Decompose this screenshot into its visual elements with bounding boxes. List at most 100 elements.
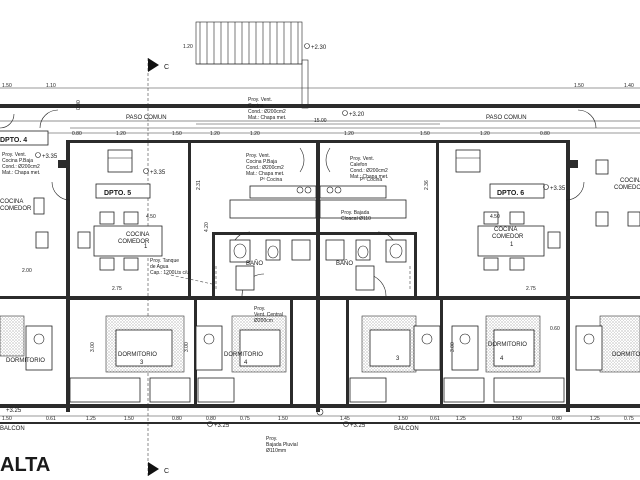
top-dimension-chain	[0, 87, 640, 134]
dim-side-5: 4.20	[204, 222, 210, 232]
level-marker-icon	[304, 43, 310, 49]
dpto-5-dining-table	[77, 211, 163, 271]
dim-side-12: 0.60	[550, 326, 560, 332]
wardrobes	[69, 377, 565, 403]
dim-side-10: 3.00	[184, 342, 190, 352]
dpto-6-tag	[489, 183, 545, 199]
dpto-4-tag	[0, 130, 49, 146]
dim-top-1: 1.50	[2, 83, 12, 89]
dpto-6-label: DPTO. 6	[497, 190, 524, 197]
staircase	[195, 21, 309, 109]
dim-top-7: 1.20	[250, 131, 260, 137]
balcon-left-label: BALCON	[0, 426, 25, 432]
section-cut-top: C	[147, 58, 169, 476]
dim-bottom-label: 1.25	[456, 416, 466, 422]
level-marker-icon	[143, 168, 149, 174]
right-unit-chairs	[595, 159, 640, 227]
dim-bottom-label: 1.25	[86, 416, 96, 422]
dim-top-13: 1.40	[624, 83, 634, 89]
level-marker-icon	[207, 421, 213, 427]
level-marker-icon	[35, 152, 41, 158]
room-number-tag: 4	[500, 356, 504, 362]
paso-comun-band	[0, 104, 640, 122]
dim-side-2: 2.36	[424, 180, 430, 190]
p-cocina-right: Pº Cocina	[360, 177, 382, 183]
dpto-6-fridge	[455, 149, 481, 173]
dim-stair-height: 1.20	[183, 44, 193, 50]
dim-side-8: 2.00	[22, 268, 32, 274]
dim-top-4: 1.20	[116, 131, 126, 137]
p-cocina-left: Pº Cocina	[260, 177, 282, 183]
level-mark-balcon-left: +3.25	[6, 408, 22, 414]
dim-bottom-label: 0.75	[240, 416, 250, 422]
section-cut-label-bottom: C	[164, 468, 169, 475]
dpto-4-dining-chairs	[33, 197, 49, 249]
leader-line	[165, 273, 213, 285]
section-cut-bottom: C	[148, 462, 169, 476]
room-number-tag: 1	[510, 242, 514, 248]
balcon-mid-label: BALCON	[394, 426, 419, 432]
dim-bottom-label: 1.50	[124, 416, 134, 422]
bedroom-beds	[0, 315, 640, 373]
dormitorio-label-3: DORMITORIO	[224, 352, 263, 358]
level-mark-335-c: +3.35	[550, 186, 566, 192]
level-mark-325-a: +3.25	[214, 423, 230, 429]
dim-top-10: 1.20	[480, 131, 490, 137]
dim-bottom-label: 0.75	[624, 416, 634, 422]
structure-walls	[0, 140, 640, 424]
dim-side-9: 3.00	[90, 342, 96, 352]
bathroom-fixtures	[215, 239, 411, 291]
dpto-5-label: DPTO. 5	[104, 190, 131, 197]
dpto-5-fridge	[107, 149, 133, 173]
drain-icon	[316, 408, 324, 416]
room-number-tag: 3	[396, 356, 400, 362]
room-number-tag: 4	[244, 360, 248, 366]
bedroom-nightstands	[25, 325, 603, 371]
dim-side-4: 4.50	[490, 214, 500, 220]
level-mark-335-b: +3.35	[150, 170, 166, 176]
banio-right-label: BAÑO	[336, 260, 353, 267]
dim-bottom-label: 0.80	[206, 416, 216, 422]
dim-side-6: 2.75	[112, 286, 122, 292]
dim-side-1: 2.31	[196, 180, 202, 190]
level-mark-230: +2.30	[311, 45, 327, 51]
dim-top-5: 1.50	[172, 131, 182, 137]
room-number-tag: 1	[144, 244, 148, 250]
dim-top-8: 1.20	[344, 131, 354, 137]
dim-top-3: 0.80	[72, 131, 82, 137]
dim-bottom-label: 1.50	[2, 416, 12, 422]
dim-bottom-label: 0.61	[46, 416, 56, 422]
paso-comun-right-label: PASO COMUN	[486, 115, 527, 121]
dim-top-6: 1.20	[210, 131, 220, 137]
dpto-6-dining-table	[477, 211, 561, 271]
dormitorio-label-2: DORMITORIO	[118, 352, 157, 358]
banio-left-label: BAÑO	[246, 260, 263, 267]
dim-top-11: 0.80	[540, 131, 550, 137]
dim-bottom-label: 1.45	[340, 416, 350, 422]
dim-side-13: 0.90	[76, 100, 82, 110]
dpto-5-tag	[95, 183, 151, 199]
paso-comun-left-label: PASO COMUN	[126, 115, 167, 121]
dim-side-11: 3.00	[450, 342, 456, 352]
level-marker-icon	[342, 110, 348, 116]
section-cut-label-top: C	[164, 64, 169, 71]
dim-top-2: 1.10	[46, 83, 56, 89]
dim-bottom-label: 1.50	[512, 416, 522, 422]
level-marker-icon	[343, 421, 349, 427]
central-kitchen-counters	[229, 147, 407, 219]
dormitorio-label-4: DORMITORIO	[488, 342, 527, 348]
level-mark-335-a: +3.35	[42, 154, 58, 160]
dpto-4-label: DPTO. 4	[0, 137, 27, 144]
dim-bottom-label: 1.25	[590, 416, 600, 422]
dim-bottom-label: 0.80	[172, 416, 182, 422]
